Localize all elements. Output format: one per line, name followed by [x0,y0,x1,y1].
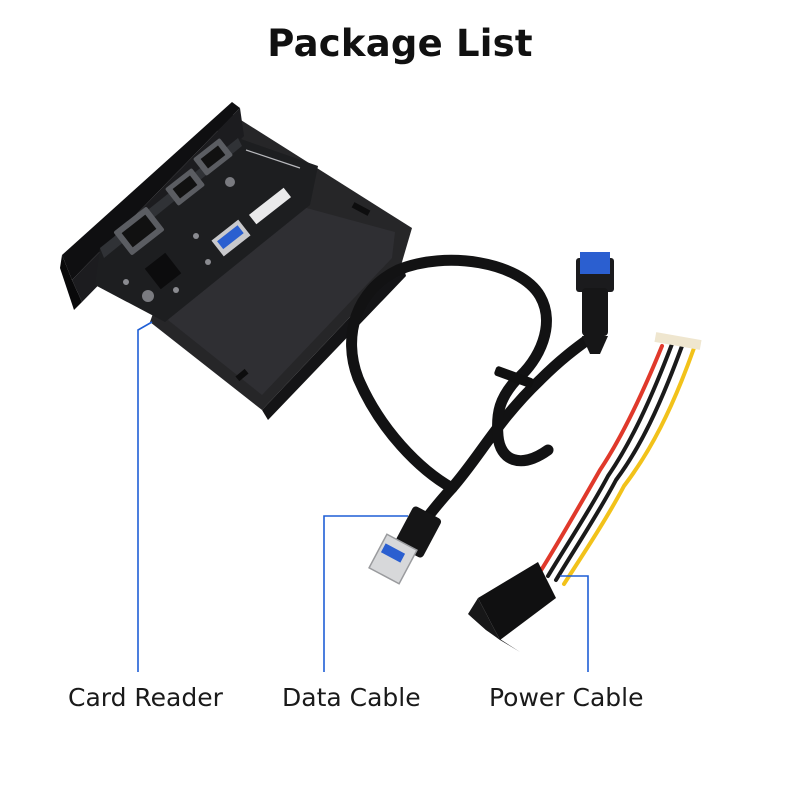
label-card-reader: Card Reader [68,683,223,712]
power-cable [468,332,702,652]
callout-lines [137,321,589,672]
page-title: Package List [267,22,533,65]
callout-data-cable [323,515,408,672]
callout-card-reader [137,321,153,672]
callout-power-cable [560,575,589,672]
data-cable [346,252,614,585]
label-power-cable: Power Cable [489,683,644,712]
card-reader-device [60,102,412,420]
label-data-cable: Data Cable [282,683,421,712]
